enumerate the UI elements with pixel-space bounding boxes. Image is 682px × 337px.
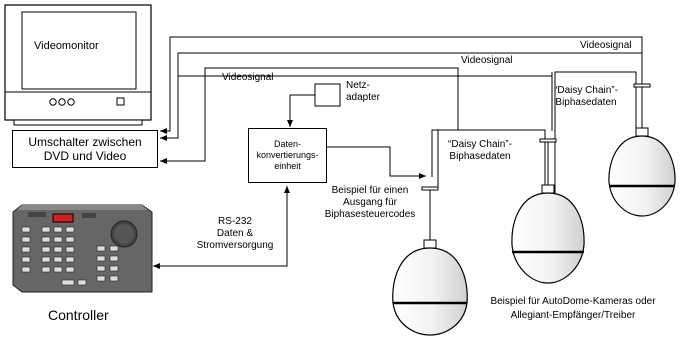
switcher-label-line2: DVD und Video	[43, 149, 127, 163]
video-signal-label-3: Videosignal	[222, 72, 274, 83]
video-signal-label-2: Videosignal	[461, 55, 513, 66]
converter-label-line1: Daten-	[273, 139, 301, 149]
cameras-example-label-line1: Beispiel für AutoDome-Kameras oder	[490, 296, 656, 307]
converter-box: Daten- konvertierungs- einheit	[248, 128, 327, 183]
monitor-label: Videomonitor	[34, 40, 99, 52]
daisy-chain-label-1-line1: “Daisy Chain”-	[448, 139, 512, 150]
controller-label: Controller	[48, 307, 109, 323]
daisy-chain-label-1-line2: Biphasedaten	[449, 151, 511, 162]
video-signal-label-1: Videosignal	[580, 40, 632, 51]
cameras-example-label-line2: Allegiant-Empfänger/Treiber	[510, 310, 636, 321]
power-adapter-box	[314, 83, 341, 107]
rs232-label-line2: Daten &	[216, 228, 254, 239]
switcher-box: Umschalter zwischen DVD und Video	[12, 130, 158, 168]
connection-lines	[153, 36, 643, 269]
rs232-label-line1: RS-232	[218, 216, 252, 227]
daisy-chain-label-2-line1: “Daisy Chain”-	[554, 85, 618, 96]
power-adapter-label-line2: adapter	[346, 92, 380, 103]
daisy-chain-label-2-line2: Biphasedaten	[555, 97, 617, 108]
power-adapter-label-line1: Netz-	[346, 80, 370, 91]
biphase-example-label-line1: Beispiel für einen	[331, 185, 409, 196]
dome-camera-2	[511, 138, 585, 284]
biphase-example-label-line3: Biphasesteuercodes	[324, 209, 416, 220]
dome-camera-3	[608, 83, 676, 217]
converter-label-line3: einheit	[274, 161, 301, 171]
rs232-label-line3: Stromversorgung	[196, 240, 274, 251]
converter-label-line2: konvertierungs-	[256, 150, 319, 160]
video-monitor	[4, 4, 152, 126]
dome-camera-1	[392, 186, 468, 336]
controller-keyboard	[12, 204, 153, 293]
biphase-example-label-line2: Ausgang für	[343, 197, 397, 208]
switcher-label-line1: Umschalter zwischen	[28, 135, 142, 149]
